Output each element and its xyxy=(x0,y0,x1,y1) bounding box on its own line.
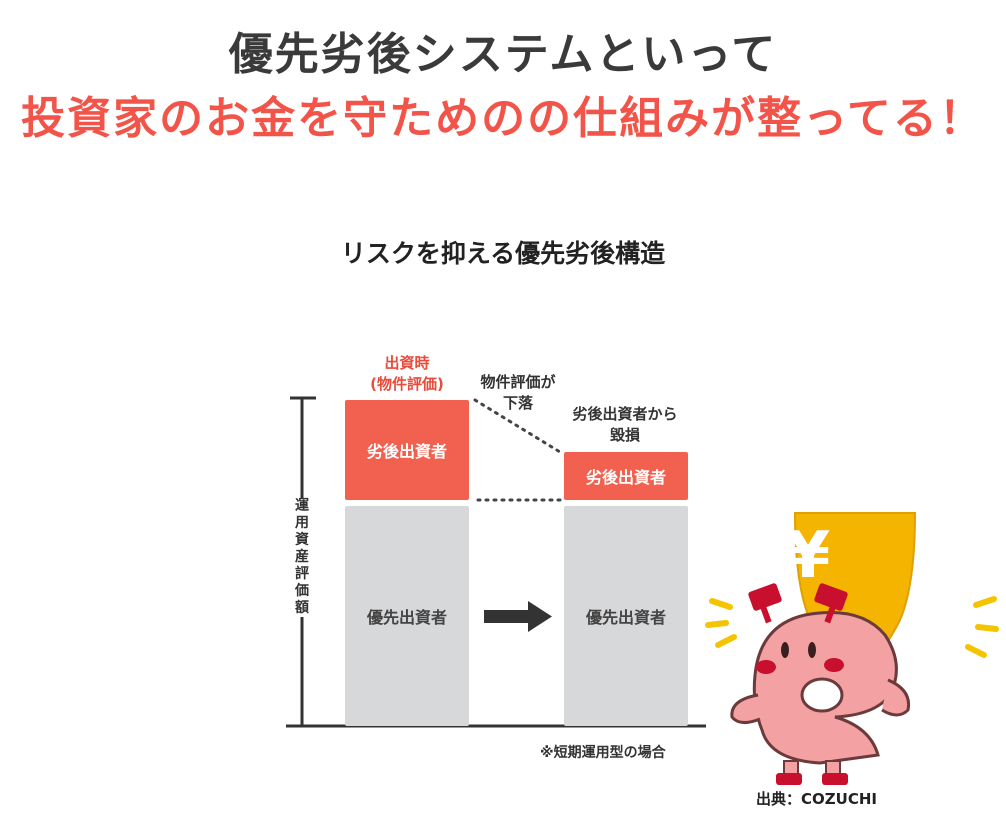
right-senior-box: 優先出資者 xyxy=(564,506,688,726)
right-senior-label: 優先出資者 xyxy=(585,608,666,627)
right-label-line-2: 毀損 xyxy=(609,426,640,444)
source-credit: 出典：COZUCHI xyxy=(756,790,877,808)
left-label-line-1: 出資時 xyxy=(384,354,430,372)
yen-shield-mascot-icon xyxy=(705,512,999,785)
arrow-right-icon xyxy=(484,601,552,632)
drop-label-line-1: 物件評価が xyxy=(480,373,556,391)
axis-label: 運用資産評価額 xyxy=(292,498,312,617)
right-label-line-1: 劣後出資者から xyxy=(572,405,678,423)
yen-symbol: ¥ xyxy=(785,519,831,593)
drop-label-line-2: 下落 xyxy=(502,394,533,412)
drop-label: 物件評価が 下落 xyxy=(470,371,566,413)
right-column-label: 劣後出資者から 毀損 xyxy=(555,403,695,445)
right-subordinate-box: 劣後出資者 xyxy=(564,452,688,500)
left-subordinate-box: 劣後出資者 xyxy=(345,400,469,500)
left-senior-box: 優先出資者 xyxy=(345,506,469,726)
headline-line-1: 優先劣後システムといって xyxy=(228,29,778,80)
right-subordinate-label: 劣後出資者 xyxy=(585,468,666,487)
left-label-line-2: (物件評価) xyxy=(370,375,444,393)
left-senior-label: 優先出資者 xyxy=(366,608,447,627)
headline-line-2: 投資家のお金を守ためのの仕組みが整ってる！ xyxy=(21,93,985,144)
diagram-title: リスクを抑える優先劣後構造 xyxy=(340,239,666,268)
note-text: ※短期運用型の場合 xyxy=(540,745,666,761)
left-column-label: 出資時 (物件評価) xyxy=(345,352,469,394)
left-subordinate-label: 劣後出資者 xyxy=(366,442,447,461)
drop-dotted-line xyxy=(473,398,562,454)
